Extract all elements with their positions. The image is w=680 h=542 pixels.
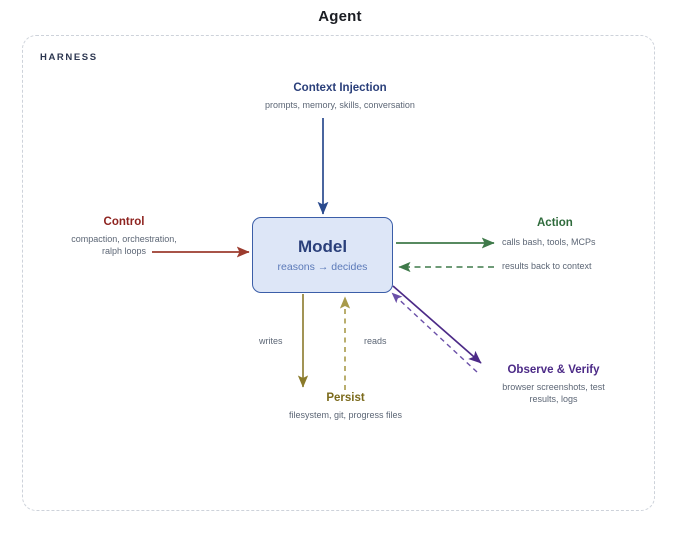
action-edge-in-label: results back to context bbox=[502, 261, 592, 271]
edge-observe-verify-to-model bbox=[391, 292, 478, 373]
persist-writes-label: writes bbox=[259, 336, 283, 346]
context-injection-title: Context Injection bbox=[293, 82, 387, 94]
persist-node[interactable]: Persist filesystem, git, progress files bbox=[228, 392, 463, 421]
observe-verify-subtitle-line2: results, logs bbox=[529, 394, 578, 405]
model-node-subtitle: reasons → decides bbox=[277, 261, 368, 273]
observe-verify-node[interactable]: Observe & Verify browser screenshots, te… bbox=[446, 364, 661, 405]
observe-verify-title: Observe & Verify bbox=[507, 364, 600, 376]
model-node[interactable]: Model reasons → decides bbox=[252, 217, 393, 293]
observe-verify-subtitle: browser screenshots, test results, logs bbox=[446, 381, 661, 405]
control-node[interactable]: Control compaction, orchestration, ralph… bbox=[14, 216, 234, 257]
edge-model-to-observe-verify bbox=[392, 285, 482, 364]
persist-title: Persist bbox=[326, 392, 365, 404]
control-subtitle-line2: ralph loops bbox=[101, 246, 147, 257]
context-injection-subtitle: prompts, memory, skills, conversation bbox=[265, 100, 415, 110]
context-injection-node[interactable]: Context Injection prompts, memory, skill… bbox=[0, 82, 680, 111]
action-edge-out-label: calls bash, tools, MCPs bbox=[502, 237, 596, 247]
page-title: Agent bbox=[318, 8, 362, 25]
persist-subtitle: filesystem, git, progress files bbox=[288, 410, 403, 420]
control-title: Control bbox=[103, 216, 145, 228]
control-subtitle-line1: compaction, orchestration, bbox=[71, 234, 177, 244]
observe-verify-subtitle-line1: browser screenshots, test bbox=[502, 382, 605, 392]
harness-container bbox=[22, 35, 655, 511]
harness-label: HARNESS bbox=[40, 52, 98, 63]
model-node-title: Model bbox=[297, 237, 348, 256]
action-title: Action bbox=[537, 217, 573, 229]
persist-reads-label: reads bbox=[364, 336, 387, 346]
control-subtitle: compaction, orchestration, ralph loops bbox=[14, 233, 234, 257]
